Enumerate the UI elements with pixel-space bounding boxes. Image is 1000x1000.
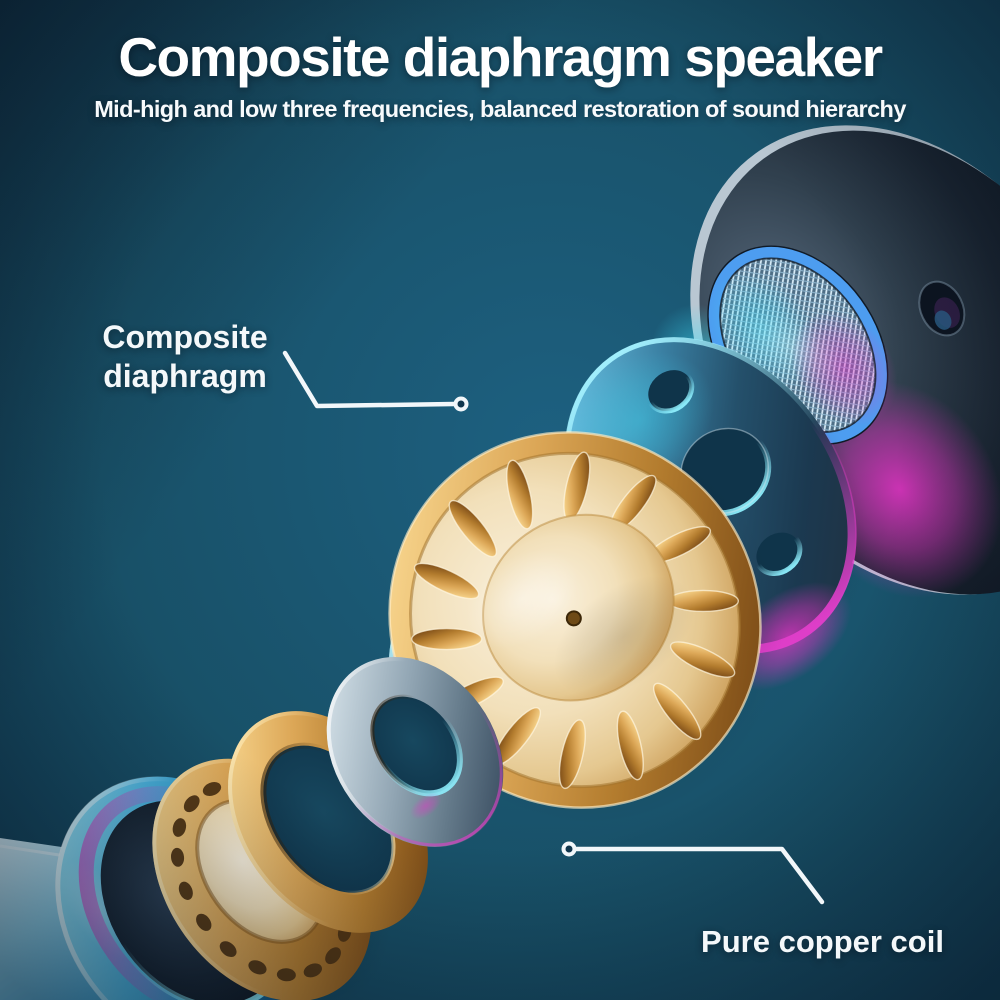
page-title: Composite diaphragm speaker [118, 26, 883, 88]
page-subtitle: Mid-high and low three frequencies, bala… [94, 96, 906, 122]
callout-composite-diaphragm-line2: diaphragm [103, 358, 267, 395]
leader-line-diaphragm [282, 350, 469, 412]
leader-dot-coil [561, 841, 577, 857]
leader-line-coil [561, 841, 825, 905]
callout-composite-diaphragm-line1: Composite [102, 319, 268, 355]
leader-dot-diaphragm [453, 396, 469, 412]
callout-composite-diaphragm: Composite diaphragm [50, 318, 320, 396]
callout-pure-copper-coil: Pure copper coil [701, 924, 944, 959]
